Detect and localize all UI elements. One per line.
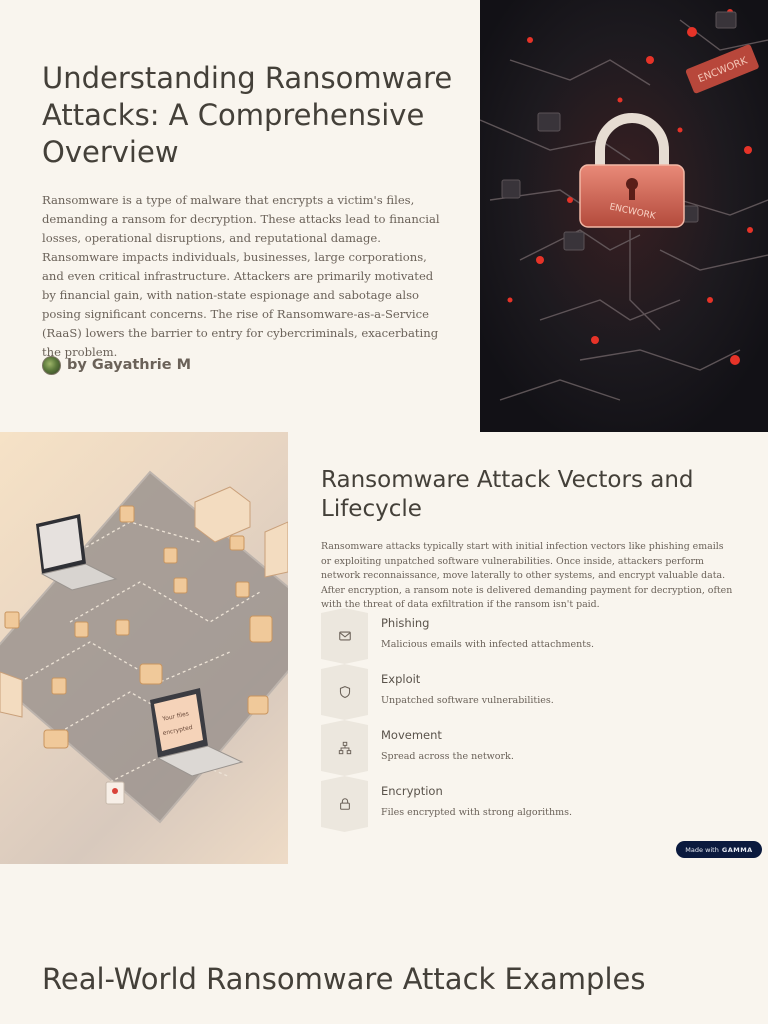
- step-title: Exploit: [381, 672, 421, 686]
- hero-body: Ransomware is a type of malware that enc…: [42, 193, 440, 359]
- step-exploit: Exploit Unpatched software vulnerabiliti…: [321, 664, 741, 720]
- step-phishing: Phishing Malicious emails with infected …: [321, 608, 741, 664]
- step-hexagon: [321, 608, 368, 664]
- badge-brand: GAMMA: [721, 845, 753, 854]
- avatar: [42, 355, 61, 375]
- step-hexagon: [321, 720, 368, 776]
- step-title: Movement: [381, 728, 442, 742]
- vectors-image-network-laptops: Your files encrypted: [0, 432, 288, 864]
- step-hexagon: [321, 664, 368, 720]
- network-illustration: Your files encrypted: [0, 470, 288, 824]
- step-title: Encryption: [381, 784, 443, 798]
- author-name: by Gayathrie M: [67, 357, 192, 373]
- shield-icon: [339, 686, 350, 699]
- step-title: Phishing: [381, 616, 430, 630]
- step-description: Spread across the network.: [381, 751, 514, 762]
- mail-icon: [338, 631, 351, 641]
- badge-prefix: Made with: [685, 845, 719, 854]
- circuit-lock-illustration: ENCWORK ENCWORK: [480, 0, 768, 432]
- lock-icon: [339, 798, 350, 810]
- step-description: Files encrypted with strong algorithms.: [381, 807, 572, 818]
- vectors-title: Ransomware Attack Vectors and Lifecycle: [321, 467, 694, 522]
- step-movement: Movement Spread across the network.: [321, 720, 741, 776]
- author-byline[interactable]: by Gayathrie M: [42, 355, 191, 375]
- network-icon: [338, 741, 351, 755]
- step-encryption: Encryption Files encrypted with strong a…: [321, 776, 741, 832]
- made-with-gamma-badge[interactable]: Made with GAMMA: [676, 841, 762, 858]
- step-hexagon: [321, 776, 368, 832]
- examples-title: Real-World Ransomware Attack Examples: [42, 962, 646, 996]
- hero-title: Understanding Ransomware Attacks: A Comp…: [42, 61, 453, 169]
- vectors-body: Ransomware attacks typically start with …: [321, 541, 733, 610]
- step-description: Unpatched software vulnerabilities.: [381, 695, 554, 706]
- step-description: Malicious emails with infected attachmen…: [381, 639, 594, 650]
- hero-image-circuit-lock: ENCWORK ENCWORK: [480, 0, 768, 432]
